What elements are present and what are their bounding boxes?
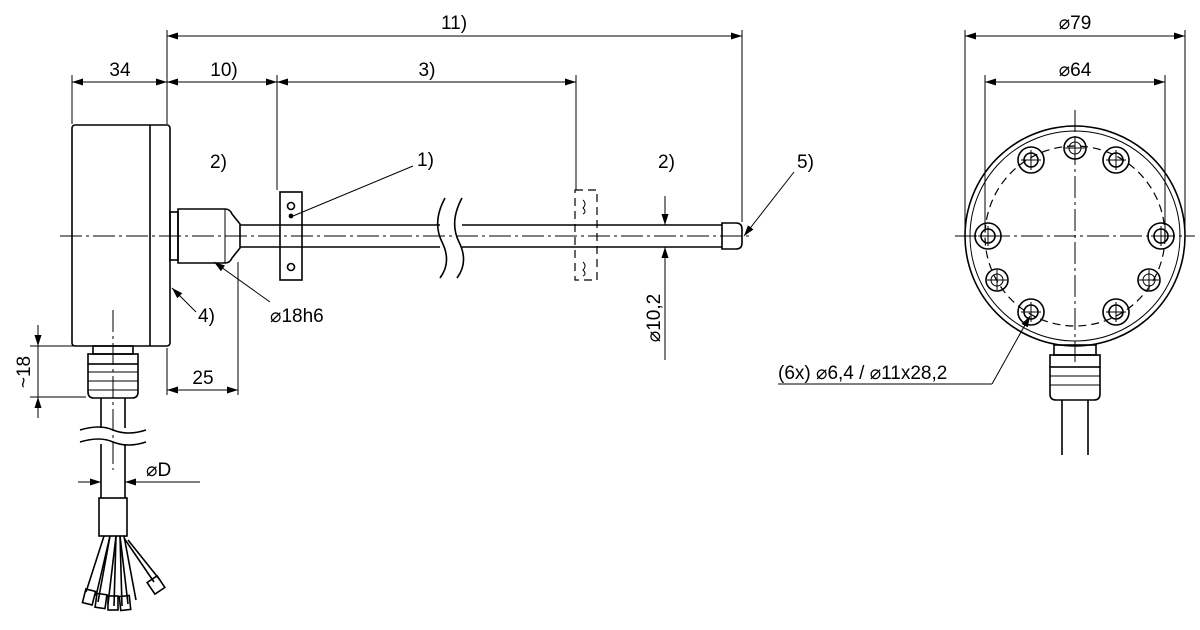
cable-gland bbox=[87, 310, 139, 470]
mounting-hole bbox=[1017, 298, 1045, 326]
dim-outer-diameter-label: ⌀79 bbox=[1059, 13, 1092, 34]
dim-shaft-diameter-label: ⌀18h6 bbox=[270, 306, 324, 327]
dim-neck-length-label: 25 bbox=[192, 368, 213, 389]
dim-housing-depth-label: 34 bbox=[109, 60, 131, 81]
rear-view: ⌀79 ⌀64 (6x) ⌀6,4 / ⌀11x28,2 bbox=[778, 13, 1195, 455]
screw-icon bbox=[1137, 268, 1161, 292]
callout-2-left-label: 2) bbox=[210, 152, 227, 173]
mounting-hole bbox=[1102, 298, 1130, 326]
mounting-hole bbox=[1017, 146, 1045, 174]
blind-plug-icon bbox=[1063, 136, 1087, 160]
mounting-holes bbox=[974, 136, 1175, 326]
neck-shaft bbox=[169, 208, 241, 264]
callout-5-label: 5) bbox=[797, 152, 814, 173]
mounting-flange bbox=[279, 191, 303, 281]
wire-ends bbox=[81, 535, 166, 612]
mounting-hole bbox=[1102, 146, 1130, 174]
dim-bolt-circle-label: ⌀64 bbox=[1059, 60, 1092, 81]
dim-insertion-label: 3) bbox=[419, 60, 436, 81]
mounting-hole bbox=[1147, 222, 1175, 250]
callout-1-label: 1) bbox=[417, 150, 434, 171]
dim-probe-diameter-label: ⌀10,2 bbox=[644, 294, 665, 342]
mounting-flange-alternative bbox=[574, 189, 598, 281]
side-view: 11) 34 10) 3) 25 ~18 ⌀D ⌀10,2 ⌀18h6 bbox=[14, 13, 814, 612]
callout-2-right-label: 2) bbox=[658, 152, 675, 173]
probe-tube bbox=[240, 197, 743, 279]
dim-gland-height-label: ~18 bbox=[14, 356, 35, 388]
break-line-icon bbox=[436, 197, 448, 279]
dim-overall-label: 11) bbox=[441, 13, 467, 34]
cable bbox=[79, 398, 166, 612]
rear-housing bbox=[964, 125, 1186, 347]
dim-cable-diameter-label: ⌀D bbox=[146, 460, 171, 481]
dim-holes-label: (6x) ⌀6,4 / ⌀11x28,2 bbox=[778, 363, 947, 384]
callout-4-label: 4) bbox=[198, 306, 215, 327]
mounting-hole bbox=[974, 222, 1002, 250]
dim-neck-label: 10) bbox=[210, 60, 237, 81]
screw-icon bbox=[985, 268, 1009, 292]
rear-cable-gland bbox=[1049, 344, 1101, 455]
